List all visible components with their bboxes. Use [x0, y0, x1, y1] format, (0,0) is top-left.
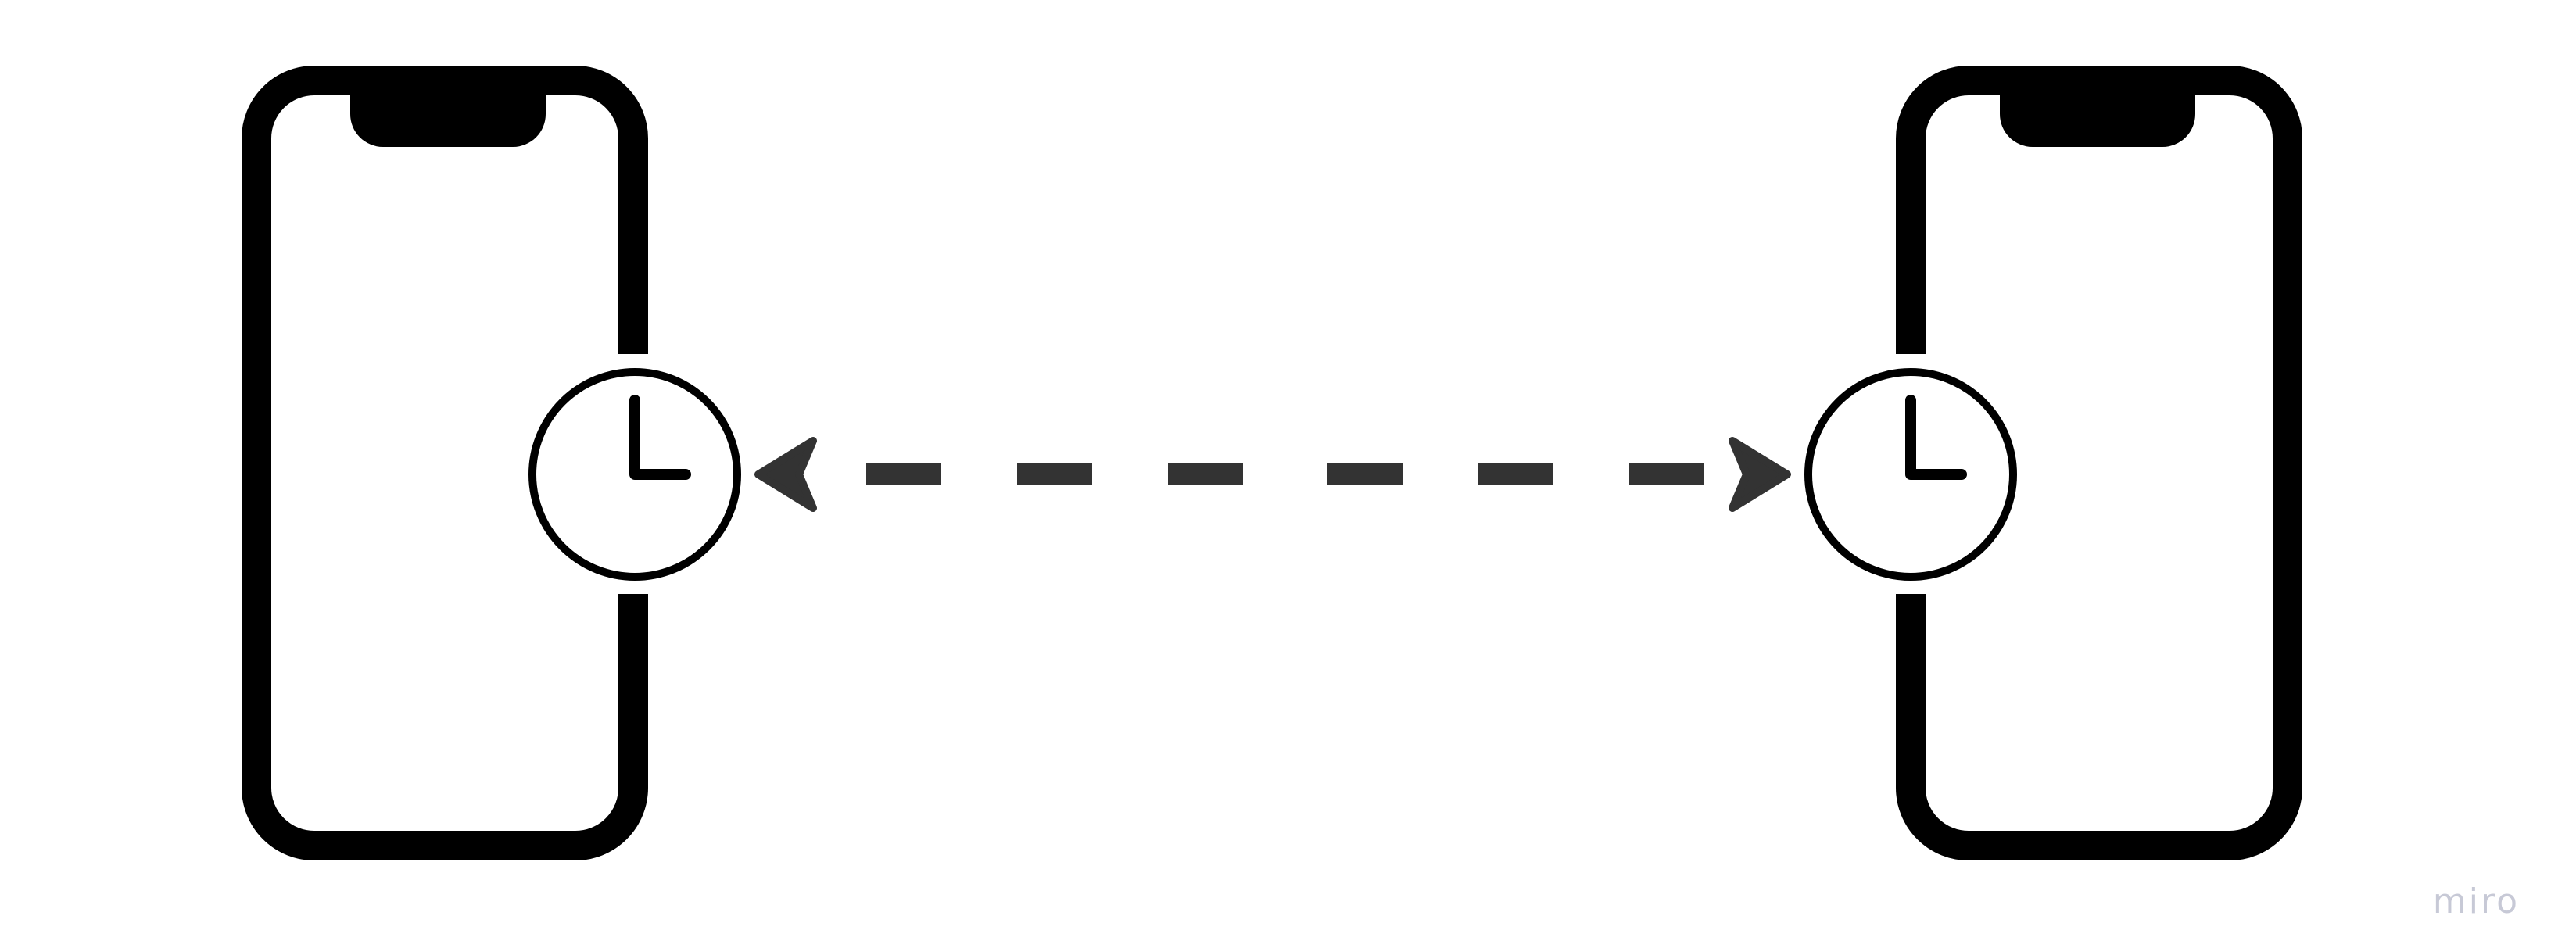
phone-left — [242, 66, 648, 860]
miro-watermark: miro — [2432, 882, 2520, 921]
phone-right-outline — [1896, 66, 2302, 860]
phone-left-outline — [242, 66, 648, 860]
connector-dash — [1629, 463, 1704, 485]
phone-right — [1896, 66, 2302, 860]
bidirectional-connector — [754, 437, 1791, 512]
clock-icon — [1804, 368, 2017, 581]
connector-dash — [1017, 463, 1092, 485]
connector-dash — [1168, 463, 1243, 485]
phone-left-notch — [350, 66, 546, 147]
arrow-right-icon — [1729, 437, 1791, 512]
connector-dash — [1327, 463, 1403, 485]
connector-dash — [866, 463, 941, 485]
clock-icon — [528, 368, 741, 581]
phone-right-notch — [2000, 66, 2195, 147]
connector-dash — [1478, 463, 1553, 485]
arrow-left-icon — [754, 437, 817, 512]
